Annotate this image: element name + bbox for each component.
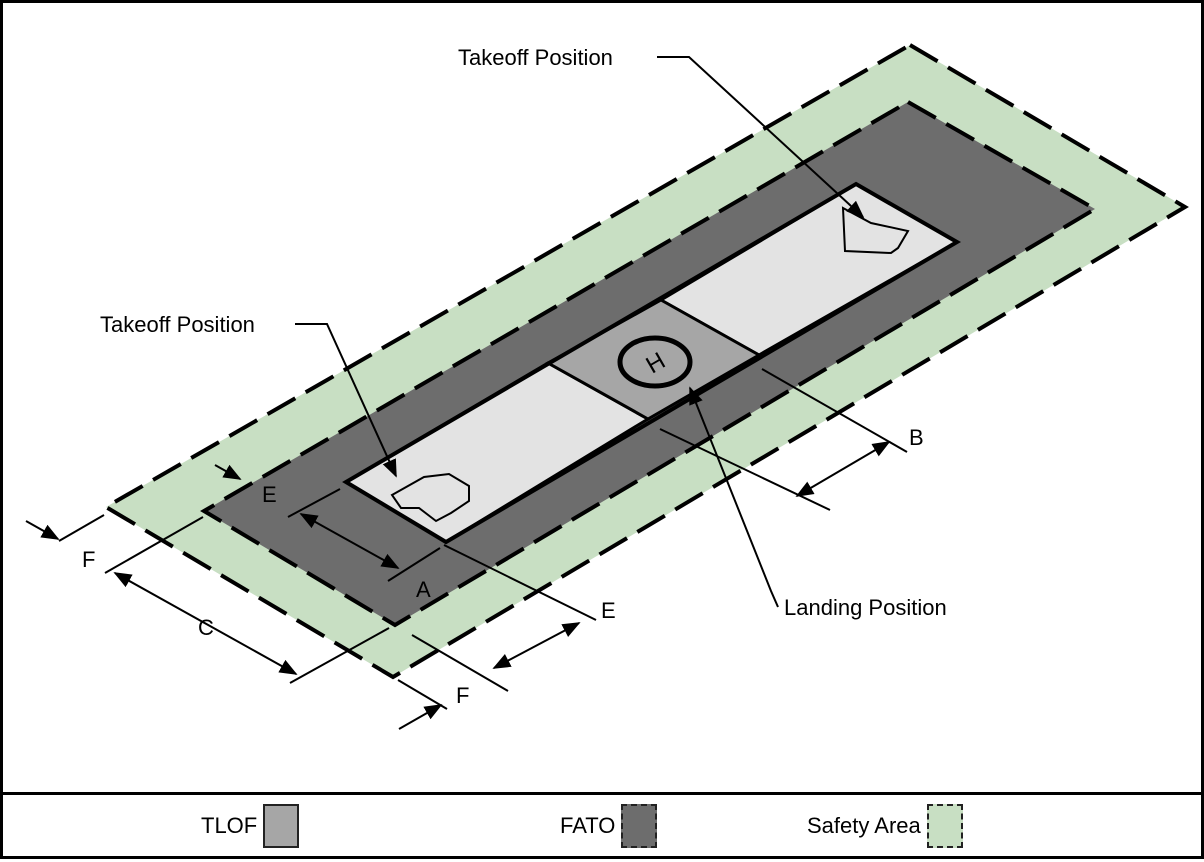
dimension-f-lower-label: F bbox=[456, 683, 469, 708]
legend-fato-label: FATO bbox=[560, 813, 616, 838]
legend-safety-label: Safety Area bbox=[807, 813, 921, 838]
dimension-a bbox=[287, 488, 441, 582]
dimension-f-lower bbox=[397, 679, 448, 730]
legend-item-safety-area: Safety Area bbox=[807, 804, 963, 848]
dimension-f-left bbox=[25, 514, 105, 542]
legend-safety-swatch bbox=[926, 804, 963, 848]
takeoff-arrow-upper-icon bbox=[841, 206, 910, 255]
heliport-diagram: H B A E bbox=[25, 42, 1189, 730]
dimension-b bbox=[659, 368, 908, 511]
takeoff-position-label-top: Takeoff Position bbox=[458, 45, 613, 70]
dimension-b-label: B bbox=[909, 425, 924, 450]
legend-item-fato: FATO bbox=[560, 804, 658, 848]
legend: TLOF FATO Safety Area bbox=[3, 792, 1204, 862]
legend-tlof-swatch bbox=[263, 804, 300, 848]
legend-item-tlof: TLOF bbox=[201, 804, 300, 848]
dimension-e-upper-label: E bbox=[262, 482, 277, 507]
dimension-a-label: A bbox=[416, 577, 431, 602]
dimension-c-label: C bbox=[198, 615, 214, 640]
dimension-e-lower bbox=[411, 544, 597, 692]
legend-fato-swatch bbox=[621, 804, 658, 848]
landing-position-label: Landing Position bbox=[784, 595, 947, 620]
touchdown-outline bbox=[342, 181, 961, 545]
dimension-c bbox=[104, 516, 390, 684]
legend-tlof-label: TLOF bbox=[201, 813, 258, 838]
helipad-h-icon: H bbox=[617, 335, 693, 389]
dimension-e-lower-label: E bbox=[601, 598, 616, 623]
takeoff-arrow-lower-icon bbox=[390, 472, 470, 523]
dimension-e-upper bbox=[214, 464, 242, 480]
dimension-f-left-label: F bbox=[82, 547, 95, 572]
takeoff-position-label-left: Takeoff Position bbox=[100, 312, 255, 337]
